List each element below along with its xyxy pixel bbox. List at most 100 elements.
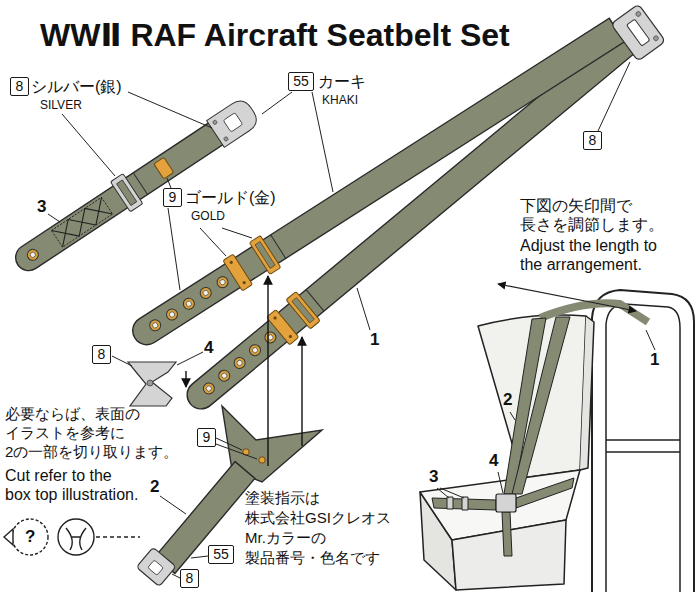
direction-arrow	[186, 276, 302, 466]
strap-part-1-upper	[148, 318, 163, 333]
strap-part-1-upper	[198, 285, 213, 300]
clip-part-4	[128, 362, 176, 406]
color-name: SILVER	[40, 98, 82, 112]
title-text: WWⅡ RAF Aircraft Seatbelt Set	[40, 16, 510, 54]
callout-number: 55	[213, 547, 229, 562]
note-text: 下図の矢印間で 長さを調節します。	[520, 196, 672, 234]
strap-part-3	[52, 197, 113, 247]
strap-part-1-upper	[242, 280, 246, 284]
leader-line	[191, 556, 208, 558]
strap-part-3	[223, 113, 242, 132]
strap-part-3	[223, 136, 229, 142]
note-text: Cut refer to the box top illustration.	[5, 466, 141, 504]
callout-box: 8	[92, 345, 111, 364]
strap-part-3	[117, 180, 137, 206]
cockpit-illustration	[502, 512, 512, 556]
part-number: 4	[489, 451, 498, 471]
cockpit-illustration	[498, 284, 636, 311]
cockpit-illustration	[447, 497, 453, 509]
leader-line	[160, 496, 186, 514]
strap-part-3	[212, 120, 218, 126]
cut-icon	[4, 519, 140, 555]
cockpit-illustration	[606, 440, 680, 452]
leader-line	[167, 178, 171, 188]
leader-line	[216, 438, 242, 450]
part-number: 4	[204, 338, 213, 358]
direction-arrow	[301, 337, 302, 446]
cockpit-illustration	[462, 497, 468, 510]
leader-line	[357, 288, 370, 330]
part-number: 1	[650, 350, 659, 370]
cockpit-illustration	[496, 494, 516, 512]
strap-part-1-upper	[223, 254, 253, 291]
part-number: 1	[370, 330, 379, 350]
apex-plate	[627, 19, 650, 46]
cut-icon	[58, 519, 94, 555]
note-text: Adjust the length to the arrangement.	[520, 236, 672, 274]
icon-symbol: ?	[25, 527, 35, 547]
cockpit-illustration	[580, 316, 594, 470]
cockpit-illustration	[516, 478, 574, 508]
cut-icon	[66, 528, 86, 550]
strap-part-3	[25, 247, 40, 262]
leader-line	[172, 574, 180, 578]
callout-number: 9	[203, 430, 211, 445]
callout-box: 8	[10, 77, 29, 96]
strap-part-1-upper	[127, 18, 624, 350]
strap-part-1-lower	[292, 298, 315, 323]
color-name: KHAKI	[322, 93, 358, 107]
callout-number: 55	[293, 74, 309, 89]
part-number: 2	[503, 390, 512, 410]
part-number: 2	[150, 477, 159, 497]
strap-part-2	[136, 547, 176, 586]
cockpit-illustration	[437, 330, 655, 498]
strap-part-1-lower	[247, 342, 262, 357]
leader-line	[216, 444, 257, 459]
strap-part-1-upper	[215, 275, 230, 290]
callout-box: 9	[163, 188, 182, 207]
strap-part-2	[148, 560, 164, 575]
leader-line	[177, 352, 203, 365]
cockpit-illustration	[420, 284, 694, 592]
leader-line	[262, 92, 292, 114]
color-name: GOLD	[191, 209, 225, 223]
callout-number: 8	[589, 133, 597, 148]
strap-part-3	[133, 173, 147, 195]
strap-part-1-lower	[288, 334, 293, 339]
callout-number: 8	[16, 79, 24, 94]
callout-box: 9	[197, 428, 216, 447]
strap-part-1-upper	[249, 235, 280, 274]
strap-part-2	[259, 457, 265, 463]
strap-part-1-upper	[271, 235, 286, 259]
callout-box: 55	[208, 545, 234, 564]
callout-number: 9	[169, 190, 177, 205]
color-name: シルバー(銀)	[31, 77, 122, 97]
cut-icon	[4, 529, 13, 545]
strap-part-1-lower	[216, 368, 231, 383]
callout-number: 8	[98, 347, 106, 362]
cockpit-illustration	[512, 317, 570, 494]
strap-part-1-upper	[164, 307, 179, 322]
leader-line	[222, 228, 252, 238]
strap-part-1-lower	[273, 316, 278, 321]
part-number: 3	[429, 467, 438, 487]
callout-box: 55	[288, 72, 314, 91]
clip-part-4	[147, 380, 153, 386]
strap-part-1-lower	[263, 330, 278, 345]
cut-icon	[96, 536, 140, 537]
direction-arrow	[185, 371, 186, 387]
leader-line	[62, 114, 115, 176]
leader-line	[128, 92, 212, 128]
strap-part-1-lower	[286, 291, 320, 329]
strap-part-3	[207, 96, 261, 147]
leader-line	[200, 228, 226, 256]
strap-part-2	[155, 462, 255, 574]
apex-plate	[635, 11, 642, 18]
strap-part-3	[52, 197, 113, 247]
strap-part-1-lower	[232, 355, 247, 370]
strap-part-1-upper	[181, 296, 196, 311]
part-number: 3	[37, 197, 46, 217]
cockpit-illustration	[592, 290, 694, 592]
leader-line	[112, 356, 132, 366]
paint-note: 塗装指示は 株式会社GSIクレオス Mr.カラーの 製品番号・色名です	[245, 488, 399, 568]
